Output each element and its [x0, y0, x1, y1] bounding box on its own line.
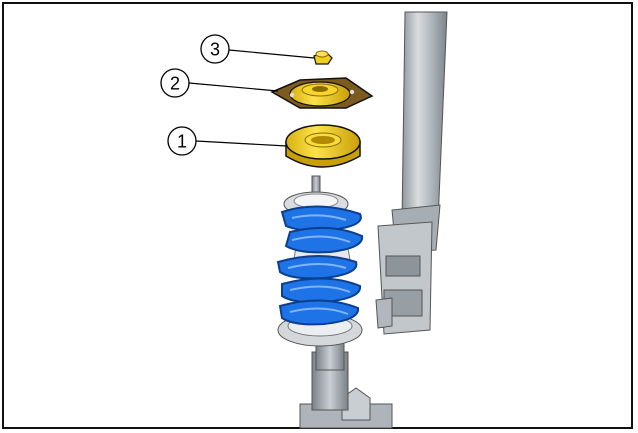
part-1-bearing-ring — [285, 124, 361, 168]
callout-1: 1 — [167, 126, 197, 156]
callout-leaders — [188, 49, 315, 147]
leader-2 — [188, 82, 279, 92]
lower-bracket — [299, 351, 393, 429]
strut-tube — [375, 11, 448, 335]
leader-1 — [195, 140, 288, 147]
callout-number: 1 — [177, 132, 187, 152]
leader-3 — [228, 49, 315, 59]
part-3-cap — [313, 50, 333, 65]
part-2-strut-mount — [270, 77, 374, 109]
callout-3: 3 — [200, 34, 230, 64]
callout-number: 2 — [170, 74, 180, 94]
callout-2: 2 — [160, 68, 190, 98]
callout-number: 3 — [210, 40, 220, 60]
coil-spring-icon — [276, 205, 364, 326]
